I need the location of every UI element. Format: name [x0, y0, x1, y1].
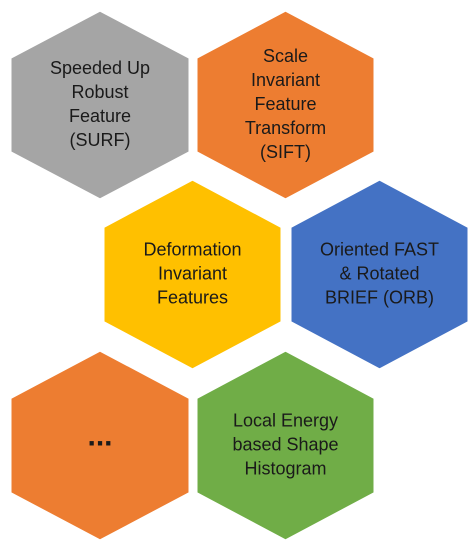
hexagon-shape-orb [288, 177, 471, 372]
hexagon-shape-surf [8, 8, 192, 202]
hexagon-shape-lesh [194, 348, 377, 543]
hexagon-label-line: Robust [71, 82, 128, 102]
hexagon-shape-dif [101, 177, 284, 372]
hexagon-label-line: Scale [263, 46, 308, 66]
hexagon-label-line: (SURF) [70, 130, 131, 150]
hexagon-label-line: BRIEF (ORB) [325, 287, 434, 307]
hexagon-shape-sift [194, 8, 377, 202]
hexagon-label-line: Speeded Up [50, 58, 150, 78]
hexagon-label-line: Feature [69, 106, 131, 126]
hexagon-label-line: Local Energy [233, 410, 338, 430]
hexagon-more: ... [8, 348, 192, 543]
hexagon-label-line: ... [87, 419, 112, 452]
hexagon-label-line: Feature [254, 94, 316, 114]
hexagon-label-line: Deformation [143, 239, 241, 259]
hexagon-label-line: Transform [245, 118, 326, 138]
hexagon-label-line: based Shape [232, 434, 338, 454]
hexagon-label-line: & Rotated [339, 263, 419, 283]
hexagon-label-line: Invariant [251, 70, 320, 90]
hexagon-label-line: (SIFT) [260, 142, 311, 162]
hexagon-shape-more [8, 348, 192, 543]
hexagon-label-line: Histogram [244, 458, 326, 478]
hexagon-label-line: Oriented FAST [320, 239, 439, 259]
hexagon-label-line: Features [157, 287, 228, 307]
hexagon-label-line: Invariant [158, 263, 227, 283]
hexagon-label-more: ... [87, 419, 112, 452]
